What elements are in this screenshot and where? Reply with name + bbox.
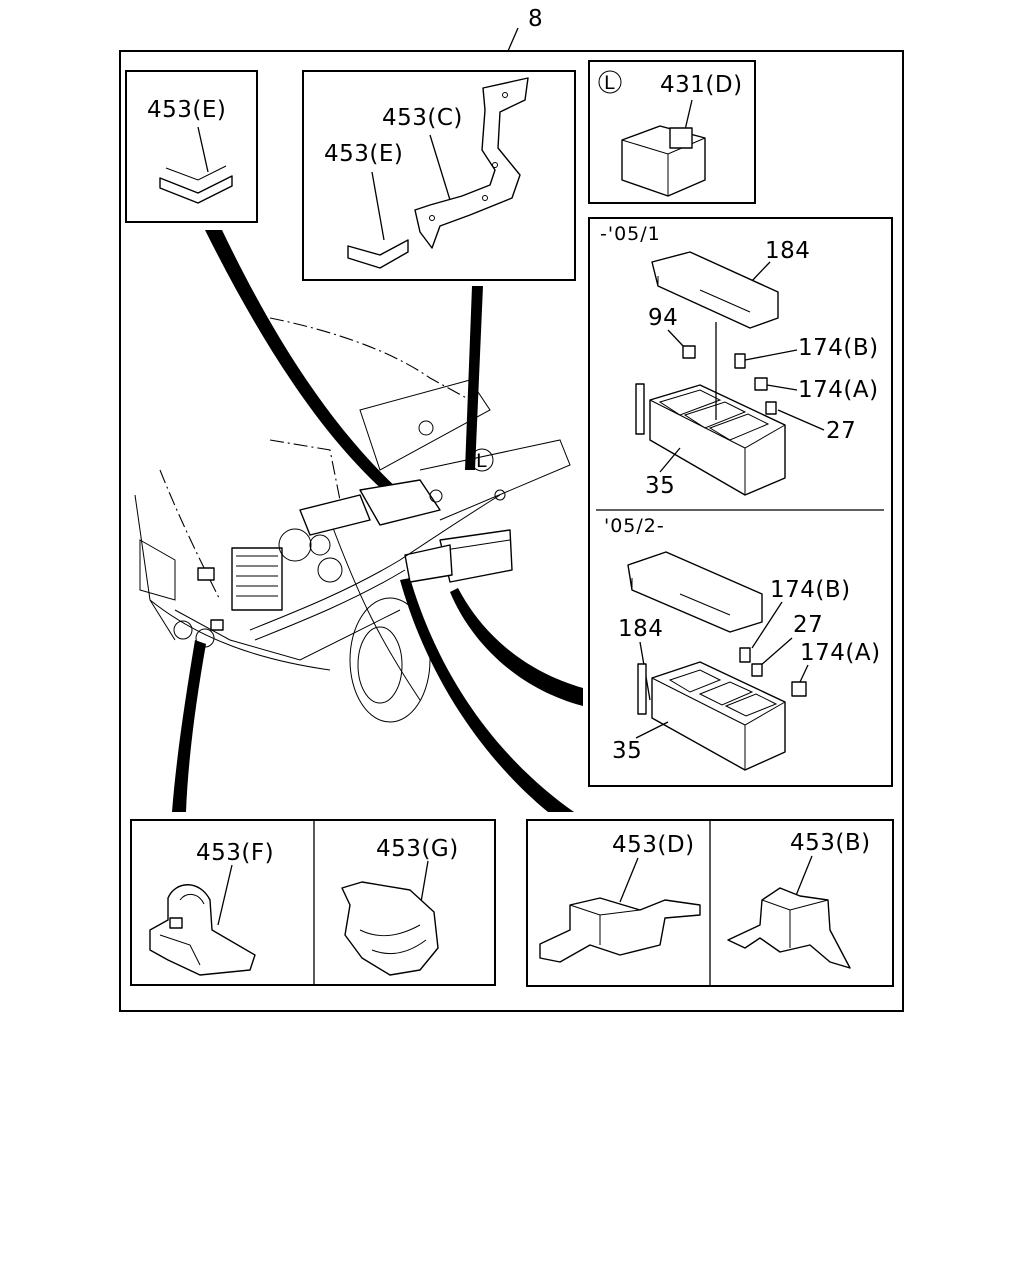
label-main-8: 8 [528, 6, 543, 32]
label-27-2: 27 [793, 612, 823, 638]
bracket-453d [539, 897, 701, 963]
label-94: 94 [648, 305, 678, 331]
bracket-453c [414, 77, 529, 249]
label-184-1: 184 [765, 238, 810, 264]
label-453d: 453(D) [612, 832, 695, 858]
box-453e: 453(E) [125, 70, 258, 223]
cover-453g [341, 881, 439, 976]
box-fusebox: -'05/1 184 94 174(B) 174(A) 27 35 '05/2-… [588, 217, 893, 787]
leader-band-fusebox [450, 588, 583, 706]
label-l-engine: L [476, 450, 488, 472]
label-453e-left: 453(E) [147, 97, 226, 123]
cover-453f [149, 884, 256, 976]
leader-band-f [172, 640, 206, 812]
box-453f-453g: 453(F) 453(G) [130, 819, 496, 986]
label-453f: 453(F) [196, 840, 274, 866]
label-period-1: -'05/1 [600, 223, 661, 245]
label-174a-2: 174(A) [800, 640, 881, 666]
label-35-1: 35 [645, 473, 675, 499]
box-431d: L 431(D) [588, 60, 756, 204]
label-period-2: '05/2- [604, 515, 665, 537]
label-l-circle: L [604, 72, 616, 94]
label-453b: 453(B) [790, 830, 871, 856]
box-453d-453b: 453(D) 453(B) [526, 819, 894, 987]
label-174b-1: 174(B) [798, 335, 879, 361]
label-27-1: 27 [826, 418, 856, 444]
label-184-2: 184 [618, 616, 663, 642]
leader-band-e [205, 230, 410, 505]
fusebox-base-1 [649, 384, 786, 496]
label-453e-mid: 453(E) [324, 141, 403, 167]
leader-bands [172, 230, 583, 812]
bracket-453b [727, 887, 851, 969]
label-453c: 453(C) [382, 105, 463, 131]
label-174b-2: 174(B) [770, 577, 851, 603]
leader-band-d [400, 578, 574, 812]
bracket-453e-left [159, 175, 233, 204]
label-453g: 453(G) [376, 836, 459, 862]
bracket-453e-mid [347, 239, 409, 269]
label-35-2: 35 [612, 738, 642, 764]
box-453c: 453(C) 453(E) [302, 70, 576, 281]
leader-band-c [465, 286, 483, 470]
vehicle-illustration: L [134, 317, 571, 723]
label-174a-1: 174(A) [798, 377, 879, 403]
label-431d: 431(D) [660, 72, 743, 98]
